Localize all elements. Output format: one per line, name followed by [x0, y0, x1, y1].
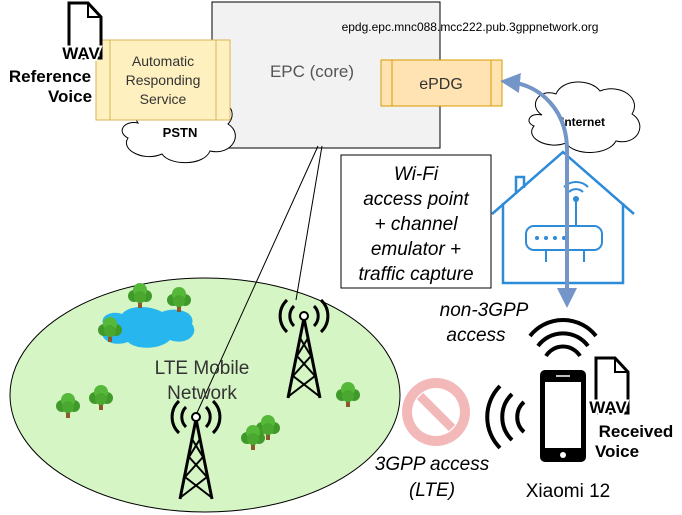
non3gpp-line-2: access	[446, 325, 506, 346]
lake-icon	[101, 307, 195, 348]
epdg-label: ePDG	[419, 76, 463, 93]
wifi-box-line-2: access point	[363, 189, 469, 210]
service-line-3: Service	[140, 91, 187, 107]
epdg-box: ePDG	[380, 59, 503, 107]
auto-responding-service: Automatic Responding Service	[95, 39, 231, 121]
pstn-label: PSTN	[163, 125, 198, 140]
received-wav-label: WAV	[589, 398, 627, 417]
lte-network-line-2: Network	[167, 383, 237, 404]
wifi-box-line-1: Wi-Fi	[394, 164, 439, 185]
received-voice-line-2: Voice	[595, 442, 639, 461]
lte-network-line-1: LTE Mobile	[155, 358, 250, 379]
internet-label: Internet	[561, 115, 605, 129]
epc-label: EPC (core)	[270, 62, 354, 81]
gpp3-line-1: 3GPP access	[375, 454, 490, 475]
link-epc-tower-left	[195, 145, 319, 416]
wifi-epdg-connection-arrow	[500, 73, 577, 308]
link-epc-tower-center	[295, 145, 323, 301]
phone-cellular-signal-icon	[485, 384, 526, 450]
received-voice-line-1: Received	[599, 422, 674, 441]
service-line-1: Automatic	[132, 53, 194, 69]
wifi-ap-description-box: Wi-Fi access point + channel emulator + …	[340, 154, 492, 289]
wifi-box-line-5: traffic capture	[358, 264, 473, 285]
non3gpp-line-1: non-3GPP	[440, 300, 529, 321]
blocked-sign-icon	[402, 378, 470, 446]
phone-wifi-signal-icon	[528, 318, 598, 358]
internet-cloud: Internet	[528, 81, 641, 153]
gpp3-line-2: (LTE)	[409, 480, 455, 501]
reference-wav-file-icon	[67, 1, 103, 60]
received-wav-file-icon	[594, 356, 630, 415]
reference-voice-line-1: Reference	[9, 67, 91, 86]
house-outline	[491, 150, 635, 285]
phone-model-label: Xiaomi 12	[526, 481, 611, 502]
epdg-domain-label: epdg.epc.mnc088.mcc222.pub.3gppnetwork.o…	[342, 20, 599, 34]
wifi-router-icon	[525, 181, 603, 262]
wifi-box-line-3: + channel	[375, 214, 459, 235]
wifi-box-line-4: emulator +	[371, 239, 461, 260]
smartphone-icon	[540, 370, 586, 462]
reference-wav-label: WAV	[62, 44, 100, 63]
service-line-2: Responding	[126, 72, 201, 88]
reference-voice-line-2: Voice	[48, 87, 92, 106]
